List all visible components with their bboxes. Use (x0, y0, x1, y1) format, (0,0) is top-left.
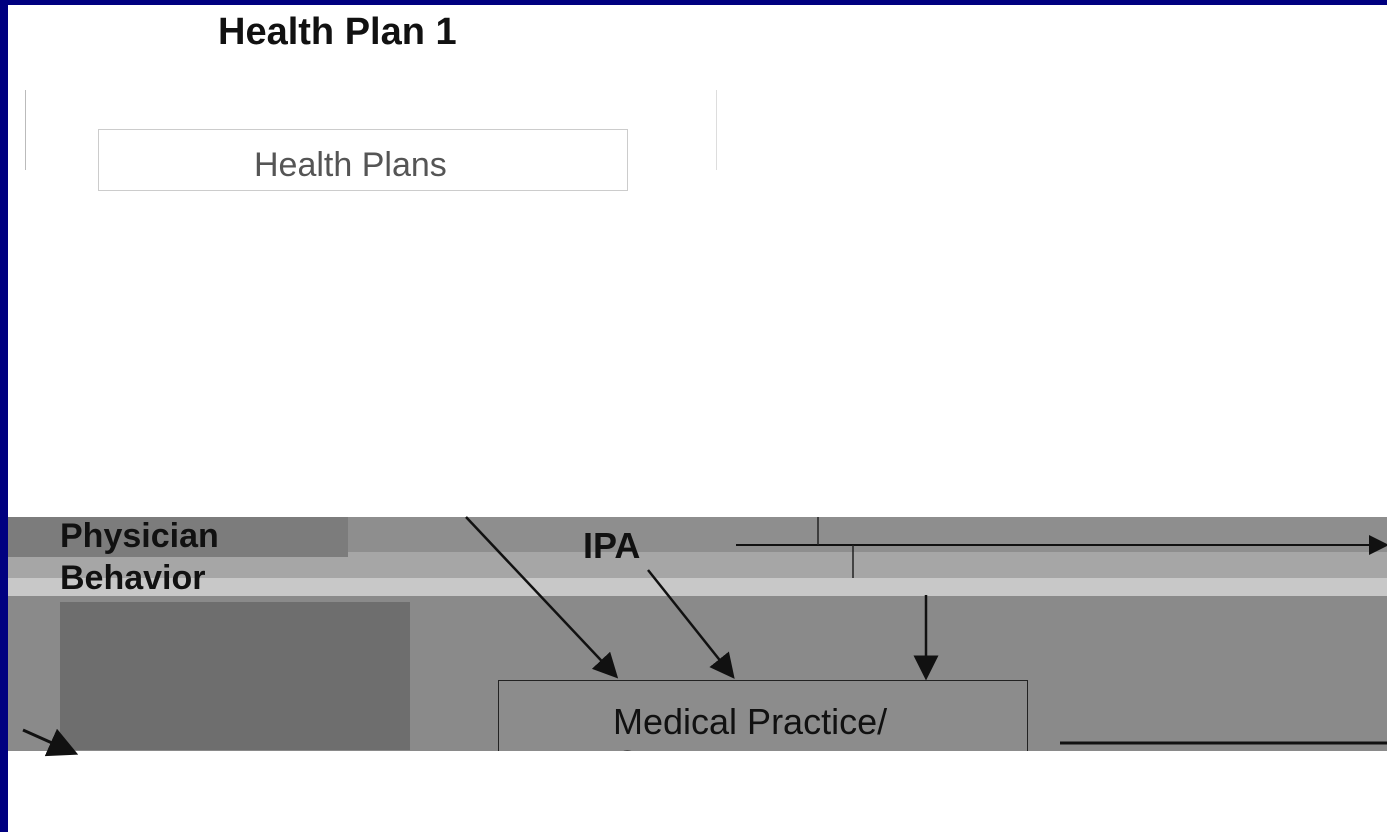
slide: Health Plan 1 Health Plans Physician Beh… (8, 5, 1387, 832)
health-plan-1-label: Health Plan 1 (218, 11, 457, 53)
health-plans-label: Health Plans (254, 146, 447, 184)
physician-behavior-box (60, 602, 410, 750)
physician-behavior-text: Physician Behavior (60, 517, 219, 597)
health-plans-outer-frame (25, 90, 717, 170)
health-plans-box: Health Plans (98, 129, 628, 191)
bottom-strip (8, 751, 1387, 832)
left-shade (8, 517, 348, 557)
physician-label: Physician Behavior (60, 515, 300, 599)
ipa-label: IPA (583, 525, 641, 566)
medical-practice-box: Medical Practice/ Group (498, 680, 1028, 784)
